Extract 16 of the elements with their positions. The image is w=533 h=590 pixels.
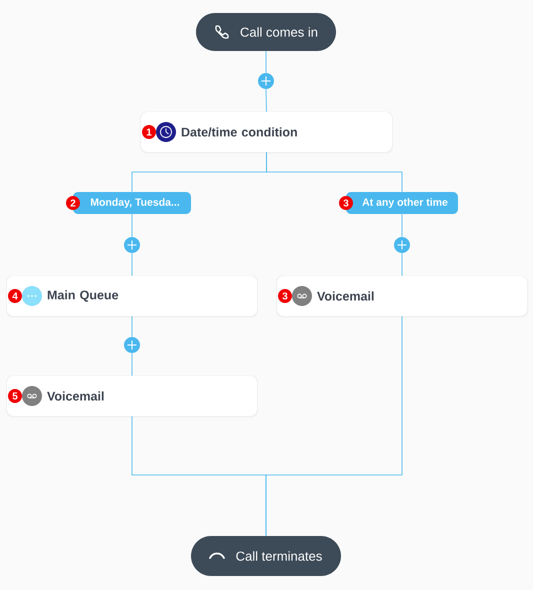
terminal-pill: Call comes in: [196, 13, 336, 51]
terminal-pill: Call terminates: [191, 536, 341, 576]
callout-number: 1: [142, 125, 156, 139]
node-label: Date/time condition: [182, 127, 297, 137]
plus-button: [394, 237, 410, 253]
node-label: Voicemail: [317, 291, 374, 301]
callout-number: 3: [339, 196, 353, 210]
callout-number: 2: [66, 196, 80, 210]
plus-button: [124, 337, 140, 353]
plus-button: [258, 73, 274, 89]
node-label: Voicemail: [47, 391, 104, 401]
plus-button: [124, 237, 140, 253]
callout-number: 3: [278, 289, 292, 303]
callout-number: 5: [8, 389, 22, 403]
node-label: Main Queue: [48, 290, 118, 302]
callout-number: 4: [8, 289, 22, 303]
